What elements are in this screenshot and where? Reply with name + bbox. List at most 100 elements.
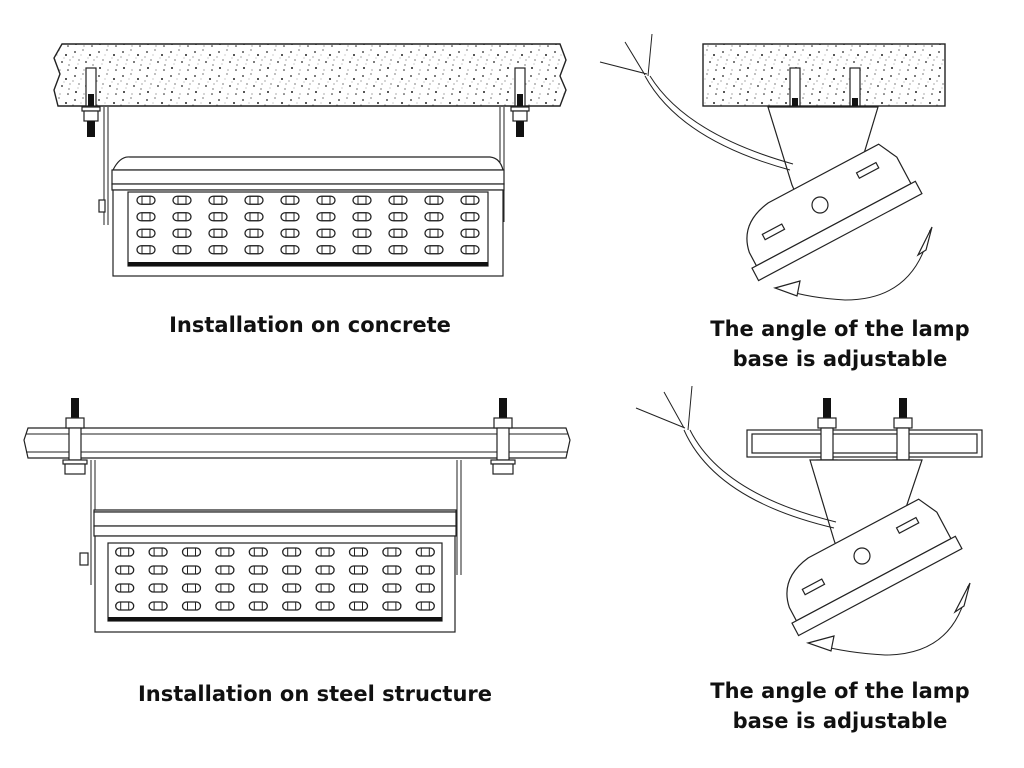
led-lens (354, 583, 363, 593)
led-chip (388, 228, 408, 238)
led-chip (424, 212, 444, 222)
led-chip (382, 601, 402, 611)
led-lens (141, 212, 151, 222)
led-chip (460, 212, 480, 222)
led-lens (321, 245, 331, 255)
led-chip (424, 195, 444, 205)
led-lens (287, 565, 297, 575)
led-chip (115, 547, 135, 557)
led-lens (354, 601, 363, 611)
led-lens (213, 228, 223, 238)
led-chip (460, 228, 480, 238)
pivot-bolt-icon (811, 196, 829, 214)
led-chip (460, 195, 480, 205)
led-lens (320, 565, 330, 575)
floodlight-body (93, 509, 457, 633)
panel-concrete-front (53, 43, 567, 277)
led-chip (382, 565, 402, 575)
led-chip (208, 195, 228, 205)
led-chip (181, 601, 202, 611)
led-lens (187, 547, 196, 557)
caption-line: The angle of the lamp (710, 679, 970, 703)
power-cable (635, 385, 837, 529)
led-lens (153, 601, 163, 611)
led-chip (148, 565, 168, 575)
anchor-bolt-left (81, 67, 101, 137)
led-lens (253, 583, 263, 593)
led-lens (220, 583, 230, 593)
led-chip (424, 245, 444, 255)
led-chip (215, 583, 235, 593)
led-lens (153, 583, 163, 593)
led-chip (282, 583, 302, 593)
led-chip (115, 601, 135, 611)
led-lens (120, 565, 130, 575)
led-chip (148, 547, 168, 557)
led-lens (187, 601, 196, 611)
led-lens (465, 228, 475, 238)
led-lens (253, 547, 263, 557)
led-chip (315, 547, 335, 557)
led-lens (187, 565, 196, 575)
side-knob (79, 552, 89, 566)
led-chip (248, 565, 268, 575)
led-chip (352, 195, 372, 205)
led-lens (429, 245, 439, 255)
led-lens (320, 583, 330, 593)
led-lens (177, 212, 187, 222)
led-chip (415, 547, 435, 557)
led-lens (253, 565, 263, 575)
caption-angle-adjustable-steel: The angle of the lamp base is adjustable (660, 676, 1020, 736)
led-chip (244, 212, 264, 222)
led-chip (424, 228, 444, 238)
led-lens (249, 195, 259, 205)
concrete-block (702, 43, 946, 107)
led-lens (287, 601, 297, 611)
panel-steel-side (635, 385, 983, 656)
led-chip (136, 195, 156, 205)
mounting-bracket (103, 107, 505, 225)
led-chip (215, 565, 235, 575)
led-chip (316, 195, 336, 205)
led-chip (282, 565, 302, 575)
led-lens (285, 195, 295, 205)
led-lens (153, 565, 163, 575)
led-lens (320, 547, 330, 557)
led-lens (420, 583, 430, 593)
led-lens (153, 547, 163, 557)
led-chip (208, 245, 228, 255)
led-lens (387, 601, 397, 611)
led-chip (282, 547, 302, 557)
led-chip (181, 565, 202, 575)
led-lens (465, 212, 475, 222)
led-chip (348, 601, 369, 611)
led-lens (429, 228, 439, 238)
led-chip (115, 583, 135, 593)
led-chip (136, 245, 156, 255)
led-lens (465, 245, 475, 255)
led-chip (388, 212, 408, 222)
led-lens (420, 565, 430, 575)
led-chip (248, 547, 268, 557)
panel-concrete-side (599, 33, 946, 301)
led-chip (280, 212, 300, 222)
led-chip (388, 245, 408, 255)
led-chip (148, 583, 168, 593)
rotation-arc-arrow (784, 229, 931, 301)
steel-beam (23, 427, 571, 459)
led-lens (120, 583, 130, 593)
led-lens (393, 245, 403, 255)
led-lens (357, 228, 367, 238)
led-chip (316, 212, 336, 222)
led-lens (141, 245, 151, 255)
led-chip (316, 245, 336, 255)
led-chip (244, 228, 264, 238)
led-chip (148, 601, 168, 611)
power-cable (599, 33, 794, 171)
led-lens (220, 547, 230, 557)
led-lens (141, 195, 151, 205)
led-chip (215, 547, 235, 557)
led-chip (316, 228, 336, 238)
led-chip (415, 565, 435, 575)
led-chip (280, 245, 300, 255)
